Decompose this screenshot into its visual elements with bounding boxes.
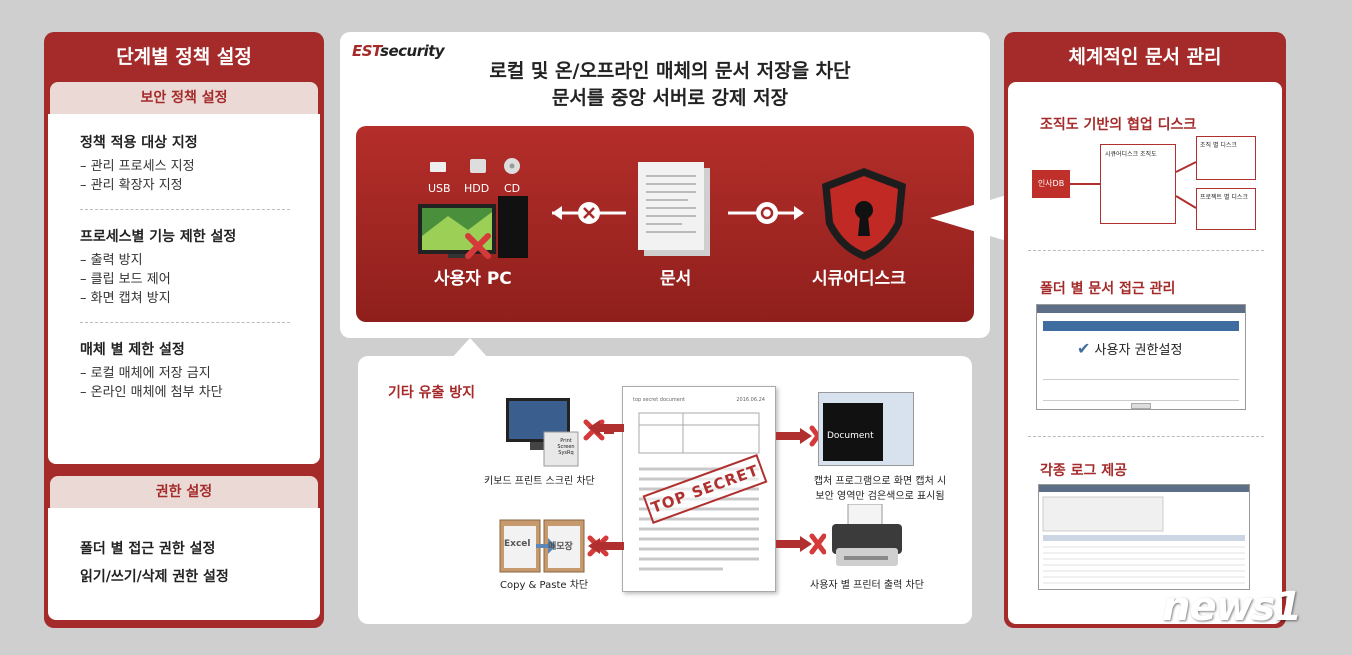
usb-label: USB: [428, 182, 451, 195]
copy-paste-caption: Copy & Paste 차단: [500, 580, 589, 591]
permission-item: 읽기/쓰기/삭제 권한 설정: [80, 569, 229, 585]
permission-header: 권한 설정: [50, 476, 318, 508]
prtscn-key-label: Print Screen SysRq: [557, 438, 575, 456]
permission-box: 폴더 별 접근 권한 설정 읽기/쓰기/삭제 권한 설정: [48, 508, 320, 620]
section-collab-disk: 조직도 기반의 협업 디스크: [1040, 117, 1197, 133]
check-icon: ✔: [1077, 339, 1091, 358]
right-panel: 체계적인 문서 관리 조직도 기반의 협업 디스크 인사DB 시큐어디스크 조직…: [1004, 32, 1286, 628]
keyboard-caption: 키보드 프린트 스크린 차단: [484, 476, 595, 487]
copy-paste-icon: [499, 519, 616, 573]
right-panel-title: 체계적인 문서 관리: [1068, 46, 1222, 68]
block-arrow-left-top: [588, 420, 624, 436]
window-titlebar: [1039, 485, 1249, 492]
divider: [1028, 250, 1264, 251]
group-item: – 출력 방지: [80, 253, 143, 268]
capture-doc-label: Document: [827, 431, 874, 441]
group-title: 프로세스별 기능 제한 설정: [80, 229, 237, 245]
excel-label: Excel: [504, 539, 531, 549]
section-folder-access: 폴더 별 문서 접근 관리: [1040, 281, 1176, 297]
org-connectors: [1070, 161, 1197, 209]
capture-caption: 캡처 프로그램으로 화면 캡처 시 보안 영역만 검은색으로 표시됨: [810, 472, 950, 502]
org-mid-box: 시큐어디스크 조직도: [1100, 144, 1176, 224]
doc-header-right: 2016.06.24: [736, 397, 765, 403]
doc-header-left: top secret document: [633, 397, 686, 403]
capture-caption-line-1: 캡처 프로그램으로 화면 캡처 시: [813, 476, 947, 487]
capture-window: Document: [818, 392, 914, 466]
divider: [1028, 436, 1264, 437]
org-top-box: 조직 별 디스크: [1196, 136, 1256, 180]
cd-label: CD: [504, 182, 521, 195]
group-title: 정책 적용 대상 지정: [80, 135, 198, 151]
divider: [80, 322, 290, 323]
permission-text: 사용자 권한설정: [1094, 343, 1183, 358]
logs-screenshot: [1038, 484, 1250, 590]
folder-access-screenshot: ✔ 사용자 권한설정: [1036, 304, 1246, 410]
left-panel: 단계별 정책 설정 보안 정책 설정 정책 적용 대상 지정 – 관리 프로세스…: [44, 32, 324, 628]
permission-rows: [1043, 379, 1239, 401]
headline-line-1: 로컬 및 온/오프라인 매체의 문서 저장을 차단: [489, 60, 851, 82]
org-bot-box: 프로젝트 별 디스크: [1196, 188, 1256, 230]
center-headline: 로컬 및 온/오프라인 매체의 문서 저장을 차단 문서를 중앙 서버로 강제 …: [420, 58, 920, 112]
hdd-label: HDD: [464, 182, 490, 195]
user-pc-label: 사용자 PC: [434, 269, 512, 289]
policy-group-target: 정책 적용 대상 지정 – 관리 프로세스 지정 – 관리 확장자 지정: [80, 132, 290, 195]
capture-caption-line-2: 보안 영역만 검은색으로 표시됨: [815, 491, 945, 502]
right-content-box: 조직도 기반의 협업 디스크 인사DB 시큐어디스크 조직도 조직 별 디스크 …: [1008, 82, 1282, 624]
section-logs: 각종 로그 제공: [1040, 463, 1128, 479]
log-table: [1042, 496, 1245, 584]
group-item: – 관리 확장자 지정: [80, 178, 183, 193]
group-item: – 로컬 매체에 저장 금지: [80, 366, 211, 381]
window-titlebar: [1037, 305, 1245, 313]
notepad-label: 메모장: [548, 542, 573, 552]
printer-icon: [832, 504, 902, 566]
group-title: 매체 별 제한 설정: [80, 342, 185, 358]
center-bottom-panel: 기타 유출 방지 Print Screen SysRq 키보드 프린트 스크린 …: [358, 356, 972, 624]
leak-prevention-title: 기타 유출 방지: [388, 385, 476, 401]
org-root-box: 인사DB: [1032, 170, 1070, 198]
divider: [80, 209, 290, 210]
group-item: – 클립 보드 제어: [80, 272, 171, 287]
confirm-button[interactable]: [1131, 403, 1151, 409]
policy-group-media: 매체 별 제한 설정 – 로컬 매체에 저장 금지 – 온라인 매체에 첨부 차…: [80, 339, 290, 402]
security-policy-box: 정책 적용 대상 지정 – 관리 프로세스 지정 – 관리 확장자 지정 프로세…: [48, 114, 320, 464]
block-arrow-left-bottom: [588, 538, 624, 554]
group-item: – 온라인 매체에 첨부 차단: [80, 385, 223, 400]
secure-disk-label: 시큐어디스크: [812, 269, 906, 289]
flow-panel: USB HDD CD 사용자 PC: [356, 126, 974, 322]
news1-watermark: news1: [1162, 584, 1302, 630]
group-item: – 관리 프로세스 지정: [80, 159, 195, 174]
group-item: – 화면 캡쳐 방지: [80, 291, 171, 306]
block-arrow-right-bottom: [776, 533, 826, 555]
document-label: 문서: [660, 269, 692, 289]
user-pc-icon: [418, 196, 528, 259]
document-icon: [638, 162, 710, 256]
shield-lock-icon: [822, 168, 906, 260]
left-panel-title: 단계별 정책 설정: [116, 46, 252, 68]
permission-item: 폴더 별 접근 권한 설정: [80, 541, 216, 557]
permission-setting-label: ✔ 사용자 권한설정: [1077, 339, 1182, 358]
allowed-arrow-icon: [728, 202, 804, 224]
window-toolbar: [1043, 321, 1239, 331]
security-policy-header: 보안 정책 설정: [50, 82, 318, 114]
estsecurity-logo: ESTsecurity: [352, 42, 445, 60]
media-icons: [430, 158, 520, 174]
headline-line-2: 문서를 중앙 서버로 강제 저장: [551, 87, 789, 109]
callout-pointer-right: [930, 194, 1010, 242]
center-top-panel: ESTsecurity 로컬 및 온/오프라인 매체의 문서 저장을 차단 문서…: [340, 32, 990, 338]
blacked-region: [823, 403, 883, 461]
printer-caption: 사용자 별 프린터 출력 차단: [810, 580, 924, 591]
blocked-arrow-icon: [552, 202, 626, 224]
policy-group-process: 프로세스별 기능 제한 설정 – 출력 방지 – 클립 보드 제어 – 화면 캡…: [80, 226, 290, 308]
